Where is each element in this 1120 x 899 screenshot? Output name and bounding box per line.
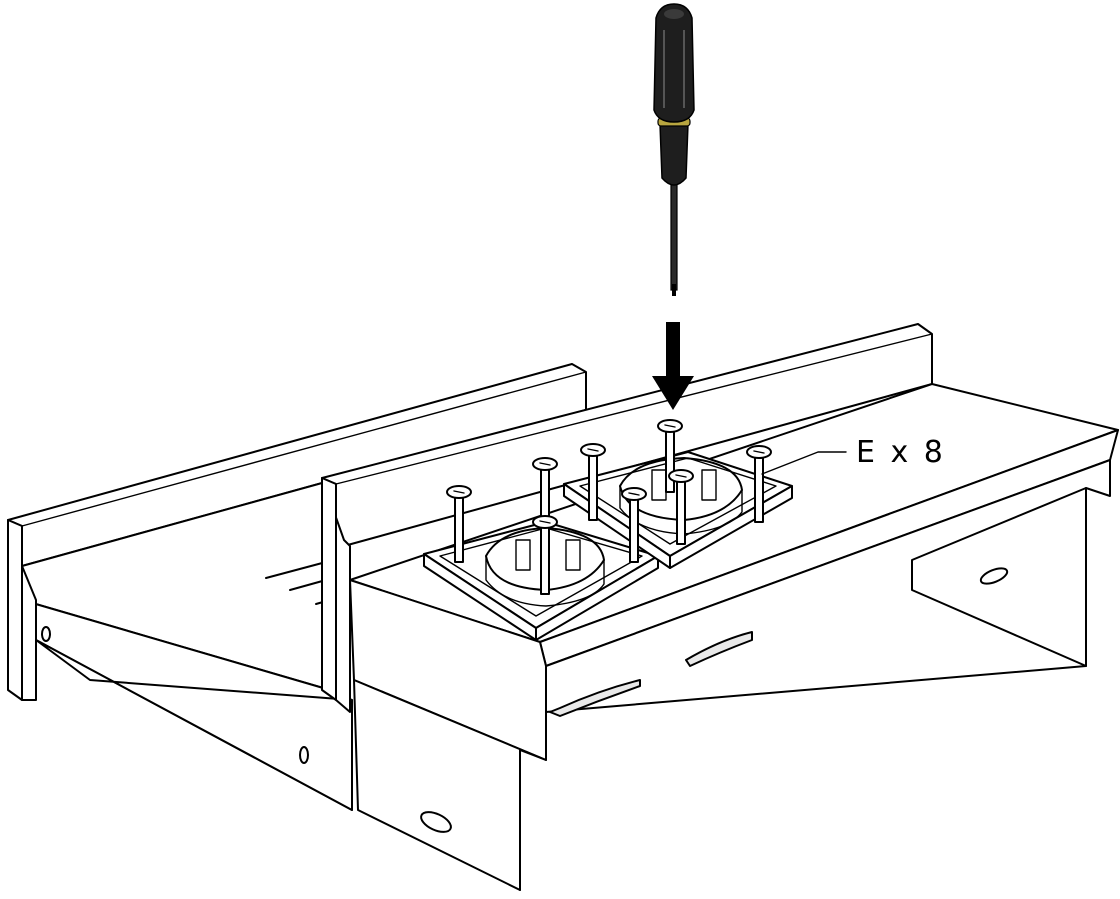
screw-icon (621, 487, 647, 563)
screw-icon (746, 445, 772, 523)
screws (446, 419, 772, 595)
screw-icon (532, 457, 558, 527)
part-label: E x 8 (856, 435, 946, 470)
screw-icon (668, 469, 694, 545)
down-arrow-icon (652, 322, 694, 410)
screw-icon (532, 515, 558, 595)
part-callout: E x 8 (761, 435, 946, 475)
screw-icon (446, 485, 472, 563)
screw-icon (580, 443, 606, 521)
screw-icon (657, 419, 683, 493)
screwdriver-icon (653, 3, 695, 296)
left-board (7, 363, 641, 811)
